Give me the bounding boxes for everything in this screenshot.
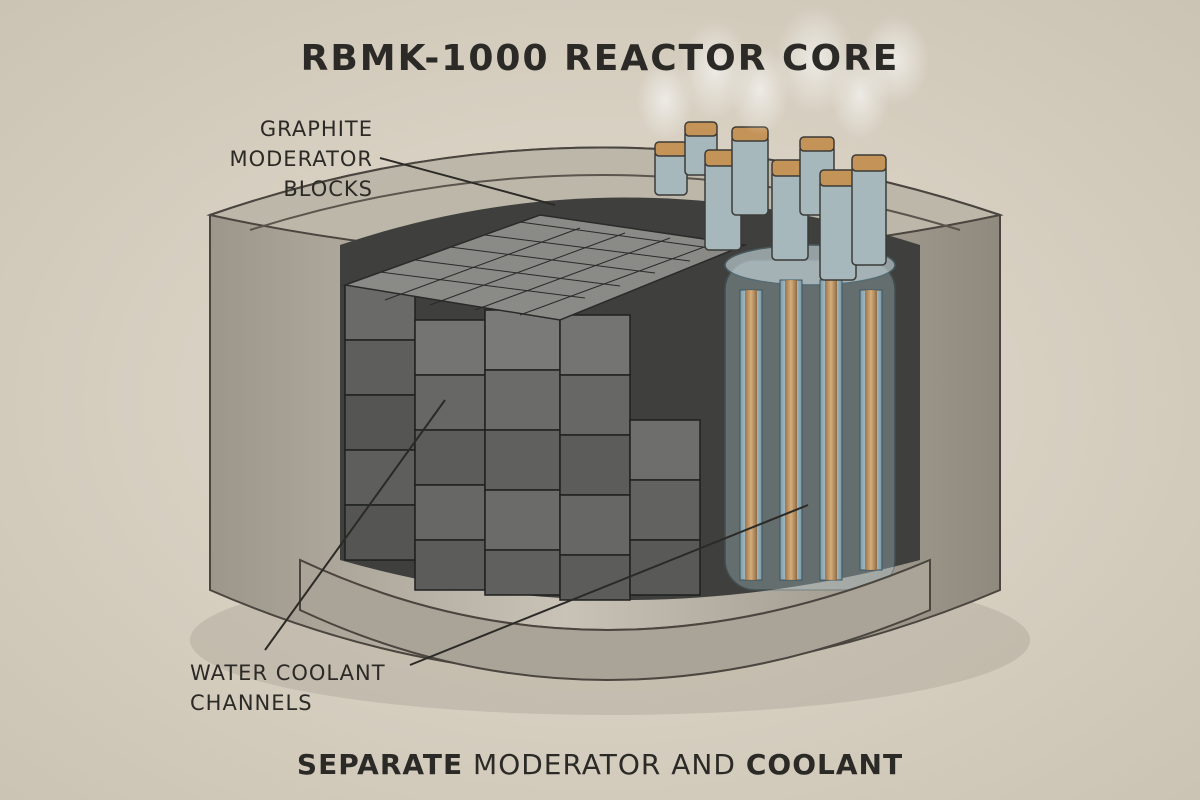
caption-coolant: COOLANT <box>745 748 904 781</box>
caption-moderator-and: MODERATOR AND <box>473 748 736 781</box>
water-coolant-label: WATER COOLANT CHANNELS <box>190 658 430 718</box>
channel-caps <box>654 121 887 281</box>
caption-separate: SEPARATE <box>296 748 464 781</box>
graphite-label-line-2: MODERATOR <box>229 147 373 171</box>
graphite-label-line-3: BLOCKS <box>283 177 373 201</box>
water-label-line-2: CHANNELS <box>190 691 313 715</box>
graphite-label-line-1: GRAPHITE <box>259 117 373 141</box>
leader-lines <box>264 157 809 666</box>
diagram-title: RBMK-1000 REACTOR CORE <box>300 38 900 79</box>
water-label-line-1: WATER COOLANT <box>190 661 386 685</box>
graphite-top-grid <box>342 214 748 321</box>
steam-plumes <box>637 5 930 140</box>
graphite-blocks <box>344 284 701 601</box>
water-coolant-channels <box>724 244 896 591</box>
front-concrete-ring <box>299 558 931 681</box>
diagram-caption: SEPARATE MODERATOR AND COOLANT <box>0 748 1200 781</box>
graphite-moderator-label: GRAPHITE MODERATOR BLOCKS <box>205 114 373 204</box>
